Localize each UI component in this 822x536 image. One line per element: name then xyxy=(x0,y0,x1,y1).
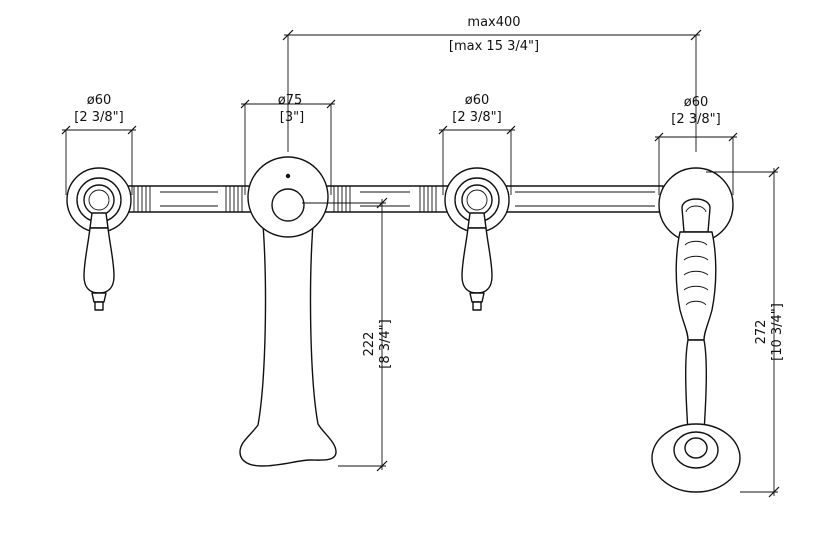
shower-height-mm: 272 xyxy=(754,320,769,345)
right-handle-valve xyxy=(444,167,510,311)
spout-height-mm: 222 xyxy=(362,332,377,357)
spout-diameter-mm: ø75 xyxy=(278,93,303,108)
spout-diameter-inch: [3"] xyxy=(280,110,304,125)
spout xyxy=(239,156,337,467)
shower-mount-diameter-inch: [2 3/8"] xyxy=(671,112,720,127)
right-handle-diameter-inch: [2 3/8"] xyxy=(452,110,501,125)
spout-height-inch: [8 3/4"] xyxy=(378,319,393,368)
dimension-lines xyxy=(61,29,780,498)
shower-mount-diameter-mm: ø60 xyxy=(684,95,709,110)
overall-width-mm: max400 xyxy=(467,15,520,30)
left-handle-diameter-inch: [2 3/8"] xyxy=(74,110,123,125)
shower-height-inch: [10 3/4"] xyxy=(770,303,785,361)
left-handle-valve xyxy=(66,167,132,311)
left-handle-diameter-mm: ø60 xyxy=(87,93,112,108)
overall-width-inch: [max 15 3/4"] xyxy=(449,39,539,54)
hand-shower xyxy=(651,167,741,493)
dimension-labels: max400 [max 15 3/4"] ø60 [2 3/8"] ø75 [3… xyxy=(74,15,785,369)
right-handle-diameter-mm: ø60 xyxy=(465,93,490,108)
connecting-pipes xyxy=(123,185,664,213)
